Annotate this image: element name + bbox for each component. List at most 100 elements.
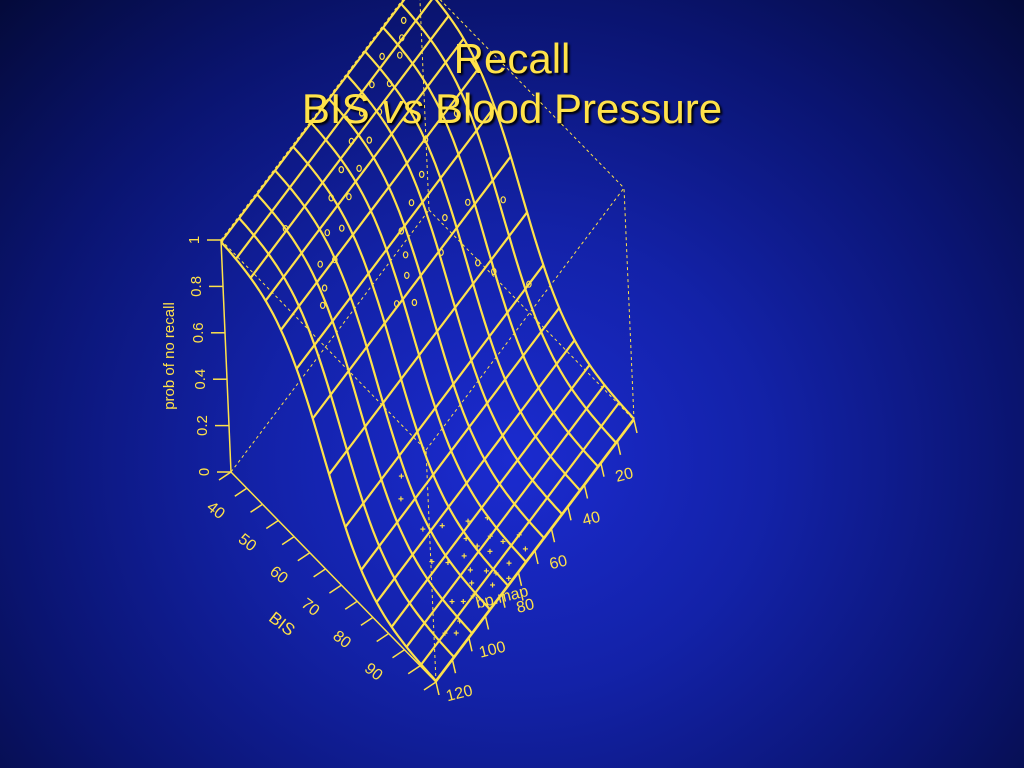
bis-tick <box>297 552 311 562</box>
box-edge-back-vertical <box>419 0 430 211</box>
data-point <box>356 164 362 172</box>
data-point <box>464 198 471 206</box>
data-point <box>500 538 506 544</box>
title-line-2: BIS vs Blood Pressure <box>0 84 1024 134</box>
data-point <box>348 137 355 145</box>
bis-tick-label: 60 <box>266 563 291 587</box>
data-point <box>422 136 429 144</box>
surface-line-bis-10 <box>375 339 576 603</box>
data-point <box>393 300 400 308</box>
data-point <box>398 473 404 479</box>
bis-tick <box>328 584 342 594</box>
bis-tick-label: 90 <box>361 660 386 684</box>
surface-line-bis-8 <box>344 264 545 528</box>
bis-tick <box>360 616 374 627</box>
bis-tick <box>265 519 279 530</box>
bp-tick-label: 100 <box>477 639 507 662</box>
box-edge-right-bottom <box>428 209 635 421</box>
box-edge-front-left-vertical <box>425 449 437 683</box>
data-point <box>366 136 373 144</box>
bp-tick <box>517 572 523 586</box>
data-point <box>467 567 473 573</box>
surface-line-bis-5 <box>295 106 496 370</box>
bp-tick <box>451 660 457 674</box>
data-point <box>465 518 471 524</box>
box-edge-front-left-bottom <box>230 471 437 683</box>
data-point <box>400 16 407 24</box>
surface-line-bis-14 <box>435 418 635 682</box>
data-point <box>369 81 375 89</box>
data-point <box>411 298 418 307</box>
data-point <box>324 229 331 237</box>
data-point <box>403 271 410 279</box>
bis-tick-label: 40 <box>203 498 228 522</box>
surface-line-bis-13 <box>420 401 621 666</box>
data-point <box>490 582 496 588</box>
surface-line-bis-4 <box>280 67 480 331</box>
z-tick-label: 1 <box>186 236 203 244</box>
z-tick-label: 0.6 <box>190 322 207 343</box>
data-point <box>420 526 426 532</box>
bis-tick-label: 80 <box>329 628 354 652</box>
bis-tick <box>344 600 358 610</box>
data-point <box>319 301 326 309</box>
bis-tick <box>423 681 437 691</box>
slide-title: Recall BIS vs Blood Pressure <box>0 34 1024 134</box>
z-tick-label: 0.8 <box>188 276 205 297</box>
bis-tick <box>234 487 248 497</box>
surface-line-bis-7 <box>328 211 528 475</box>
bp-tick <box>435 681 440 696</box>
data-point <box>386 79 393 88</box>
bp-tick <box>633 419 638 434</box>
data-point <box>328 194 335 202</box>
data-point <box>470 593 476 599</box>
data-point <box>461 553 467 559</box>
data-point <box>402 251 409 259</box>
data-point <box>522 546 528 552</box>
data-point <box>442 214 448 222</box>
data-point <box>429 559 435 565</box>
data-point <box>453 630 459 636</box>
bis-axis-label: BIS <box>265 608 298 640</box>
data-point <box>487 533 493 539</box>
data-point <box>398 496 404 502</box>
box-hidden-edges <box>220 0 635 683</box>
surface-line-bis-6 <box>311 155 512 420</box>
bp-tick-label: 80 <box>515 596 536 617</box>
bis-tick <box>407 665 421 675</box>
surface-grid <box>220 0 635 682</box>
data-point <box>483 568 489 574</box>
data-point <box>460 598 466 604</box>
bp-tick-label: 60 <box>548 552 569 573</box>
box-edge-left-top <box>220 239 427 451</box>
data-point <box>474 259 481 267</box>
box-edge-z-axis <box>220 239 232 473</box>
data-point <box>484 515 490 521</box>
data-point <box>500 196 507 204</box>
data-point <box>376 108 383 116</box>
data-point <box>490 267 497 276</box>
box-edge-front-right-vertical <box>623 187 635 421</box>
surface-line-bis-2 <box>249 15 450 279</box>
bis-tick <box>392 649 405 659</box>
bp-tick <box>550 529 556 543</box>
data-point <box>453 109 460 118</box>
data-point <box>346 193 352 201</box>
bis-tick <box>250 503 263 513</box>
bis-tick <box>376 632 390 643</box>
box-edge-front-top <box>425 187 625 451</box>
z-tick-label: 0.2 <box>194 415 211 436</box>
bis-tick-label: 70 <box>298 595 323 619</box>
surface-line-bis-12 <box>405 384 606 648</box>
surface-line-bis-9 <box>360 307 561 571</box>
data-point <box>396 51 403 59</box>
data-point <box>418 170 425 178</box>
data-point <box>487 548 493 554</box>
data-point <box>398 34 405 42</box>
bp-tick-label: 120 <box>444 682 474 705</box>
bis-tick <box>218 471 232 481</box>
data-point <box>474 543 480 549</box>
bis-tick <box>313 568 327 578</box>
bp-tick-label: 40 <box>581 509 602 530</box>
data-point <box>463 536 469 542</box>
